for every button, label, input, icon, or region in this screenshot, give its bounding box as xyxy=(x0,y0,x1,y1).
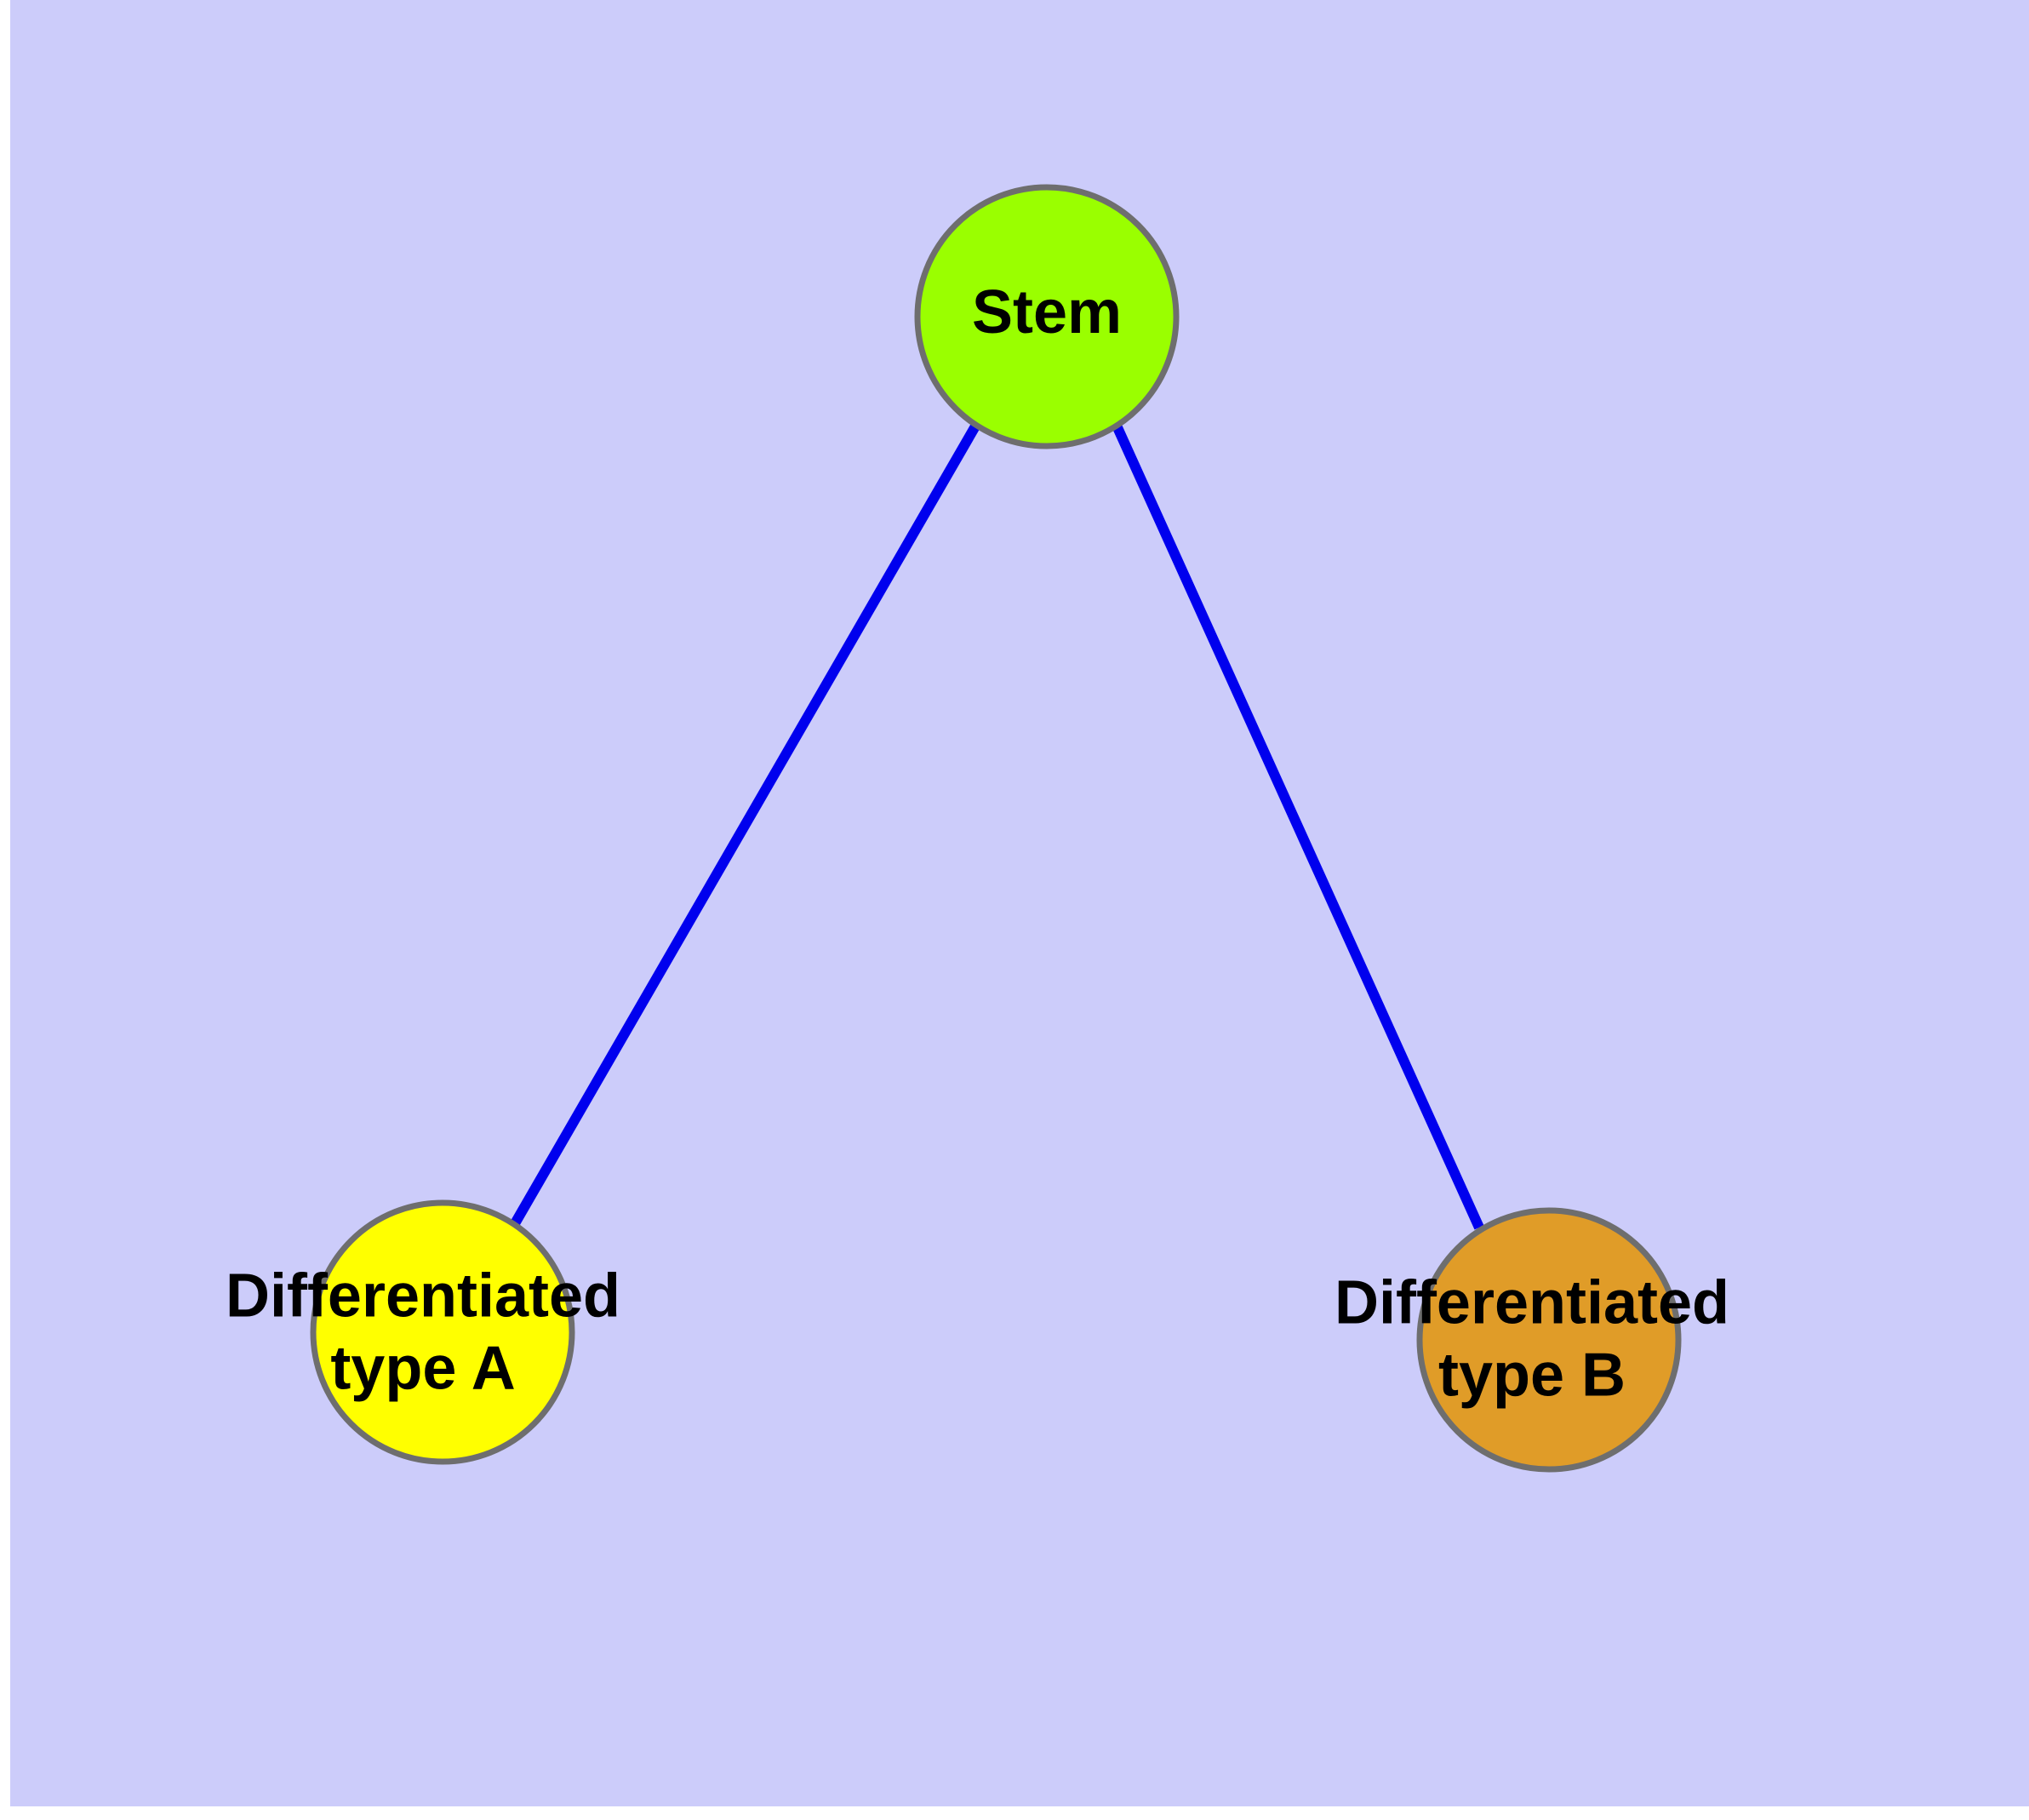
graph-edge-stem-to-diff_b[interactable] xyxy=(1112,423,1484,1230)
graph-node-stem[interactable] xyxy=(914,184,1180,449)
graph-edge-stem-to-diff_a[interactable] xyxy=(509,421,981,1228)
graph-node-label-line: Differentiated xyxy=(1335,1269,1729,1337)
graph-node-label-line: Stem xyxy=(972,278,1122,346)
graph-node-diff_a[interactable] xyxy=(310,1199,575,1465)
graph-node-label-stem: Stem xyxy=(972,278,1122,346)
graph-node-label-line: type A xyxy=(330,1334,515,1402)
graph-node-diff_b[interactable] xyxy=(1416,1207,1682,1473)
graph-node-label-line: Differentiated xyxy=(226,1262,620,1331)
nodes-layer xyxy=(310,184,1682,1473)
graph-node-label-line: type B xyxy=(1438,1341,1626,1409)
edges-layer xyxy=(509,421,1484,1230)
